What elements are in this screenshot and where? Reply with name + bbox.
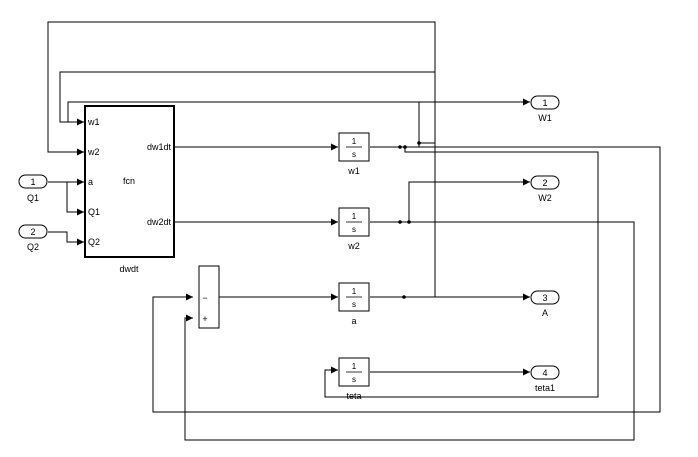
inport-q2[interactable]: 2 Q2	[18, 224, 48, 252]
wire-w1-to-sum-minus	[152, 146, 661, 413]
outport-w1-number: 1	[542, 98, 547, 108]
integrator-w1-den: s	[352, 150, 356, 159]
sum-block[interactable]: − +	[198, 265, 220, 329]
outport-w2-name: W2	[538, 193, 552, 203]
integrator-teta-name: teta	[346, 391, 361, 401]
integrator-w1-num: 1	[352, 137, 357, 146]
fcn-input-q1: Q1	[88, 207, 100, 217]
integrator-w1-name: w1	[347, 166, 360, 176]
inport-q1-number: 1	[30, 177, 35, 187]
fcn-output-dw2dt: dw2dt	[147, 217, 172, 227]
sum-sign-minus: −	[202, 293, 207, 303]
fcn-input-a: a	[88, 177, 93, 187]
wire-q1-to-fcn-q1	[48, 181, 84, 216]
fcn-block-dwdt[interactable]: fcn w1 w2 a Q1 Q2 dw1dt dw2dt dwdt	[84, 105, 175, 274]
fcn-input-w1: w1	[87, 117, 100, 127]
fcn-output-dw1dt: dw1dt	[147, 142, 172, 152]
junction-dot	[403, 145, 407, 149]
fcn-center-label: fcn	[123, 176, 135, 186]
wire-to-out-w2	[408, 178, 530, 222]
wire-w2-to-sum-plus	[184, 221, 635, 441]
wire-w1-feedback	[67, 101, 420, 147]
integrator-w2[interactable]: 1 s w2	[338, 207, 370, 251]
wire-q2-to-fcn-q2	[48, 231, 84, 246]
outport-w1-name: W1	[538, 113, 552, 123]
integrator-teta-den: s	[352, 375, 356, 384]
inport-q1-name: Q1	[27, 193, 39, 203]
integrator-teta[interactable]: 1 s teta	[338, 357, 370, 401]
outport-teta1-name: teta1	[535, 383, 555, 393]
integrator-a-den: s	[352, 300, 356, 309]
outport-w2-number: 2	[542, 178, 547, 188]
outport-a-number: 3	[542, 293, 547, 303]
integrator-teta-num: 1	[352, 362, 357, 371]
inport-q2-number: 2	[30, 227, 35, 237]
inport-q2-name: Q2	[27, 242, 39, 252]
outport-w1[interactable]: 1 W1	[530, 95, 560, 123]
integrator-w2-den: s	[352, 225, 356, 234]
fcn-input-w2: w2	[87, 147, 100, 157]
integrator-w2-num: 1	[352, 212, 357, 221]
signal-wires	[47, 21, 661, 441]
outport-teta1[interactable]: 4 teta1	[530, 365, 560, 393]
integrator-w2-name: w2	[347, 241, 360, 251]
wire-a-feedback-to-fcn-w2	[47, 21, 436, 297]
sum-sign-plus: +	[202, 314, 207, 324]
junction-dot	[398, 145, 402, 149]
outport-w2[interactable]: 2 W2	[530, 175, 560, 203]
junction-dot	[417, 141, 421, 145]
wire-w1-to-teta	[324, 147, 599, 398]
inport-q1[interactable]: 1 Q1	[18, 174, 48, 203]
junction-dot	[398, 220, 402, 224]
outport-a-name: A	[542, 308, 548, 318]
integrator-a-num: 1	[352, 287, 357, 296]
junction-dot	[402, 295, 406, 299]
integrator-a[interactable]: 1 s a	[338, 282, 370, 326]
wire-loop-to-fcn-w1	[59, 71, 435, 126]
junction-dot	[407, 220, 411, 224]
outport-a[interactable]: 3 A	[530, 290, 560, 318]
outport-teta1-number: 4	[542, 368, 547, 378]
integrator-a-name: a	[351, 316, 356, 326]
integrator-w1[interactable]: 1 s w1	[338, 132, 370, 176]
fcn-input-q2: Q2	[88, 237, 100, 247]
fcn-block-name: dwdt	[119, 264, 139, 274]
